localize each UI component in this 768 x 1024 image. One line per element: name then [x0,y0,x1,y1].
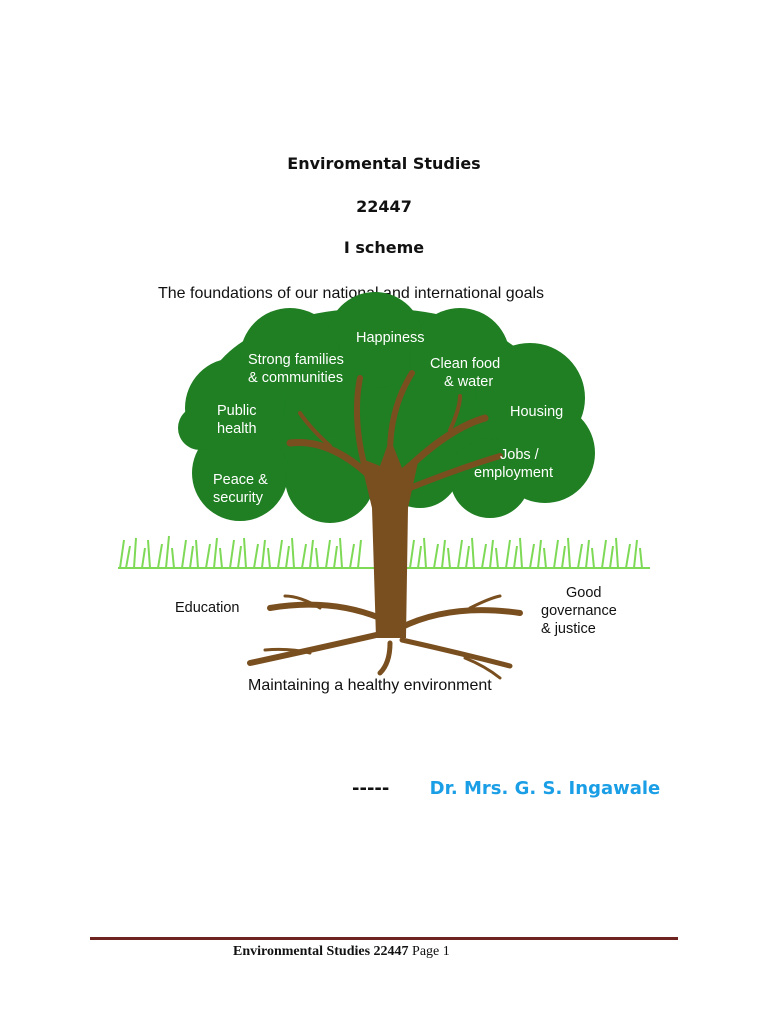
scheme-label: I scheme [343,238,425,257]
label-peace: Peace & [213,472,268,488]
label-justice: & justice [541,621,596,637]
figure-caption-bottom: Maintaining a healthy environment [248,677,492,694]
label-jobs: Jobs / [500,447,540,463]
page-footer: Environmental Studies 22447 Page 1 [233,944,450,960]
author-dashes: ----- [352,778,390,799]
label-public: Public [217,403,257,419]
grass-line [118,535,650,569]
document-title: Enviromental Studies [287,154,481,173]
tree-roots [247,594,523,680]
label-housing: Housing [510,404,563,420]
label-health: health [217,421,257,437]
tree-trunk [286,370,503,638]
label-security: security [213,490,264,506]
author-name: Dr. Mrs. G. S. Ingawale [429,778,661,799]
footer-page-number: Page 1 [412,944,450,959]
footer-divider [90,937,678,940]
figure-caption-top: The foundations of our national and inte… [158,285,544,302]
label-communities: & communities [248,370,343,386]
label-happiness: Happiness [356,330,425,346]
label-education: Education [175,600,240,616]
label-employment: employment [474,465,553,481]
course-code: 22447 [356,197,412,216]
author-line: ----- Dr. Mrs. G. S. Ingawale [352,778,660,799]
tree-canopy [178,292,595,523]
footer-title: Environmental Studies 22447 [233,944,409,959]
foundations-tree-figure: The foundations of our national and inte… [90,278,680,698]
label-good: Good [566,585,601,601]
label-governance: governance [541,603,617,619]
label-water: & water [444,374,493,390]
label-clean-food: Clean food [430,356,500,372]
label-strong-families: Strong families [248,352,344,368]
